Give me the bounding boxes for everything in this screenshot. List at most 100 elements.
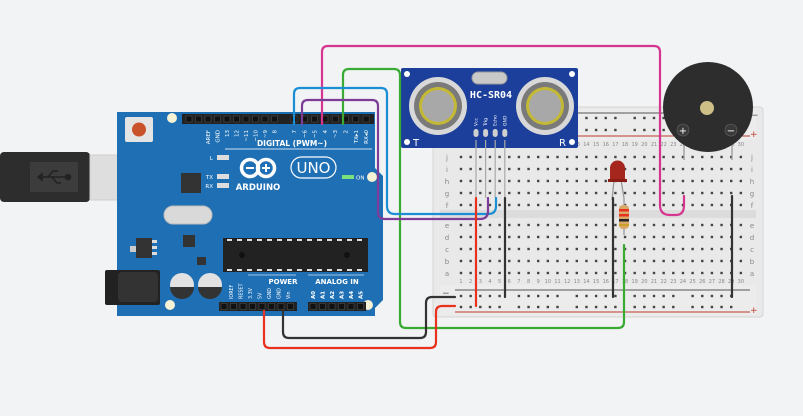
breadboard-hole[interactable] [652, 235, 656, 239]
breadboard-hole[interactable] [681, 223, 685, 227]
breadboard-hole[interactable] [565, 191, 569, 195]
breadboard-hole[interactable] [537, 235, 540, 239]
rail-hole[interactable] [594, 305, 598, 309]
breadboard-hole[interactable] [681, 191, 685, 195]
rail-hole[interactable] [527, 305, 530, 309]
breadboard-hole[interactable] [710, 271, 714, 275]
breadboard-hole[interactable] [527, 191, 530, 195]
breadboard-hole[interactable] [537, 271, 540, 275]
breadboard-hole[interactable] [594, 167, 598, 171]
breadboard-hole[interactable] [508, 247, 511, 251]
breadboard-hole[interactable] [710, 191, 714, 195]
rail-hole[interactable] [556, 305, 559, 309]
breadboard-hole[interactable] [662, 203, 665, 207]
breadboard-hole[interactable] [701, 155, 704, 159]
breadboard-hole[interactable] [537, 191, 540, 195]
breadboard-hole[interactable] [730, 155, 733, 159]
rail-hole[interactable] [614, 294, 617, 298]
breadboard-hole[interactable] [565, 167, 569, 171]
breadboard-hole[interactable] [585, 271, 588, 275]
breadboard-hole[interactable] [604, 223, 607, 227]
breadboard-hole[interactable] [508, 191, 511, 195]
breadboard-hole[interactable] [594, 259, 598, 263]
digital-pin-slot[interactable] [204, 115, 212, 123]
reset-button[interactable] [125, 117, 153, 142]
breadboard-hole[interactable] [498, 271, 501, 275]
breadboard-hole[interactable] [643, 167, 646, 171]
breadboard-hole[interactable] [527, 235, 530, 239]
rail-hole[interactable] [643, 128, 646, 132]
breadboard-hole[interactable] [691, 179, 694, 183]
breadboard-hole[interactable] [459, 203, 463, 207]
breadboard-hole[interactable] [565, 235, 569, 239]
breadboard-hole[interactable] [546, 247, 550, 251]
breadboard-hole[interactable] [701, 223, 704, 227]
breadboard-hole[interactable] [585, 235, 588, 239]
rail-hole[interactable] [517, 305, 521, 309]
breadboard-hole[interactable] [720, 259, 723, 263]
breadboard-hole[interactable] [662, 191, 665, 195]
breadboard-hole[interactable] [527, 247, 530, 251]
breadboard-hole[interactable] [575, 191, 578, 195]
breadboard-hole[interactable] [672, 235, 675, 239]
breadboard-hole[interactable] [672, 155, 675, 159]
rail-hole[interactable] [614, 128, 617, 132]
rail-hole[interactable] [643, 294, 646, 298]
rail-hole[interactable] [498, 294, 501, 298]
breadboard-hole[interactable] [701, 235, 704, 239]
breadboard-hole[interactable] [662, 155, 665, 159]
breadboard-hole[interactable] [537, 247, 540, 251]
rail-hole[interactable] [556, 294, 559, 298]
breadboard-hole[interactable] [527, 271, 530, 275]
breadboard-hole[interactable] [556, 271, 559, 275]
breadboard-hole[interactable] [739, 235, 743, 239]
breadboard-hole[interactable] [488, 155, 492, 159]
breadboard-hole[interactable] [498, 167, 501, 171]
breadboard-hole[interactable] [527, 179, 530, 183]
rail-hole[interactable] [575, 294, 578, 298]
digital-pin-slot[interactable] [311, 115, 318, 123]
breadboard-hole[interactable] [575, 235, 578, 239]
breadboard-hole[interactable] [633, 179, 636, 183]
breadboard-hole[interactable] [681, 259, 685, 263]
breadboard-hole[interactable] [739, 167, 743, 171]
rail-hole[interactable] [643, 116, 646, 120]
breadboard-hole[interactable] [623, 235, 627, 239]
rail-hole[interactable] [662, 305, 665, 309]
breadboard-hole[interactable] [672, 203, 675, 207]
breadboard-hole[interactable] [710, 247, 714, 251]
rail-hole[interactable] [488, 294, 492, 298]
breadboard-hole[interactable] [565, 223, 569, 227]
breadboard-hole[interactable] [604, 167, 607, 171]
breadboard-hole[interactable] [604, 191, 607, 195]
breadboard-hole[interactable] [672, 191, 675, 195]
breadboard-hole[interactable] [739, 203, 743, 207]
breadboard-hole[interactable] [730, 167, 733, 171]
breadboard-hole[interactable] [517, 223, 521, 227]
power-pin-slot[interactable] [239, 303, 247, 310]
breadboard-hole[interactable] [459, 223, 463, 227]
rail-hole[interactable] [720, 305, 723, 309]
breadboard-hole[interactable] [488, 223, 492, 227]
breadboard-hole[interactable] [537, 203, 540, 207]
wire-blue-pin7-echo[interactable] [292, 86, 498, 216]
breadboard-hole[interactable] [652, 223, 656, 227]
breadboard-hole[interactable] [546, 191, 550, 195]
rail-hole[interactable] [537, 305, 540, 309]
breadboard-hole[interactable] [488, 235, 492, 239]
breadboard-hole[interactable] [652, 203, 656, 207]
breadboard-hole[interactable] [633, 155, 636, 159]
rail-hole[interactable] [604, 116, 607, 120]
breadboard-hole[interactable] [681, 271, 685, 275]
rail-hole[interactable] [614, 116, 617, 120]
breadboard-hole[interactable] [643, 259, 646, 263]
breadboard-hole[interactable] [488, 271, 492, 275]
digital-pin-slot[interactable] [185, 115, 193, 123]
breadboard-hole[interactable] [527, 203, 530, 207]
rail-hole[interactable] [701, 305, 704, 309]
breadboard-hole[interactable] [739, 271, 743, 275]
breadboard-hole[interactable] [479, 271, 482, 275]
rail-hole[interactable] [710, 305, 714, 309]
